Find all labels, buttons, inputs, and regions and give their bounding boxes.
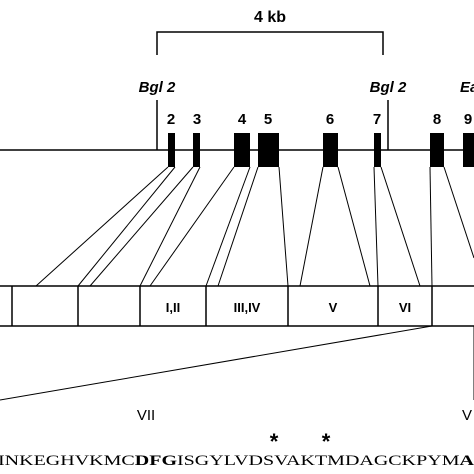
exon-number: 2 — [167, 111, 175, 128]
exon-number: 4 — [238, 111, 247, 128]
scale-label: 4 kb — [254, 9, 286, 26]
exon-box — [258, 133, 279, 167]
active-site-asterisk: * — [270, 429, 279, 454]
exon-box — [430, 133, 444, 167]
sequence-segment: ISGYLVDSVAKTMDAGCKPYM — [177, 453, 460, 469]
exon-number: 8 — [433, 111, 441, 128]
subdomain-label: VII — [137, 407, 155, 424]
subdomain-label: V — [462, 407, 472, 424]
restriction-site-label: Bgl 2 — [370, 79, 407, 96]
sequence-expansion-lines — [0, 325, 474, 401]
exon-number: 3 — [193, 111, 201, 128]
domain-label: VI — [399, 300, 411, 315]
exon-number: 7 — [373, 111, 381, 128]
sequence-residue-highlight: A — [460, 453, 474, 469]
restriction-site-label: Ea — [460, 79, 474, 96]
protein-domain-bar — [0, 285, 474, 327]
exon-number: 9 — [464, 111, 472, 128]
domain-label: III,IV — [234, 300, 261, 315]
exon-number: 6 — [326, 111, 334, 128]
exon-mapping-lines — [35, 166, 474, 287]
scale-bar — [156, 31, 384, 55]
exon-box — [374, 133, 381, 167]
exon-box — [234, 133, 250, 167]
exon-box — [463, 133, 474, 167]
exon-boxes — [168, 133, 474, 167]
exon-number: 5 — [264, 111, 272, 128]
domain-label: V — [329, 300, 338, 315]
domain-label: I,II — [166, 300, 180, 315]
restriction-site-label: Bgl 2 — [139, 79, 176, 96]
exon-box — [323, 133, 338, 167]
exon-box — [168, 133, 175, 167]
sequence-motif-dfg: DFG — [135, 453, 178, 469]
exon-box — [193, 133, 200, 167]
active-site-asterisk: * — [322, 429, 331, 454]
sequence-segment: INKEGHVKMC — [0, 453, 135, 469]
